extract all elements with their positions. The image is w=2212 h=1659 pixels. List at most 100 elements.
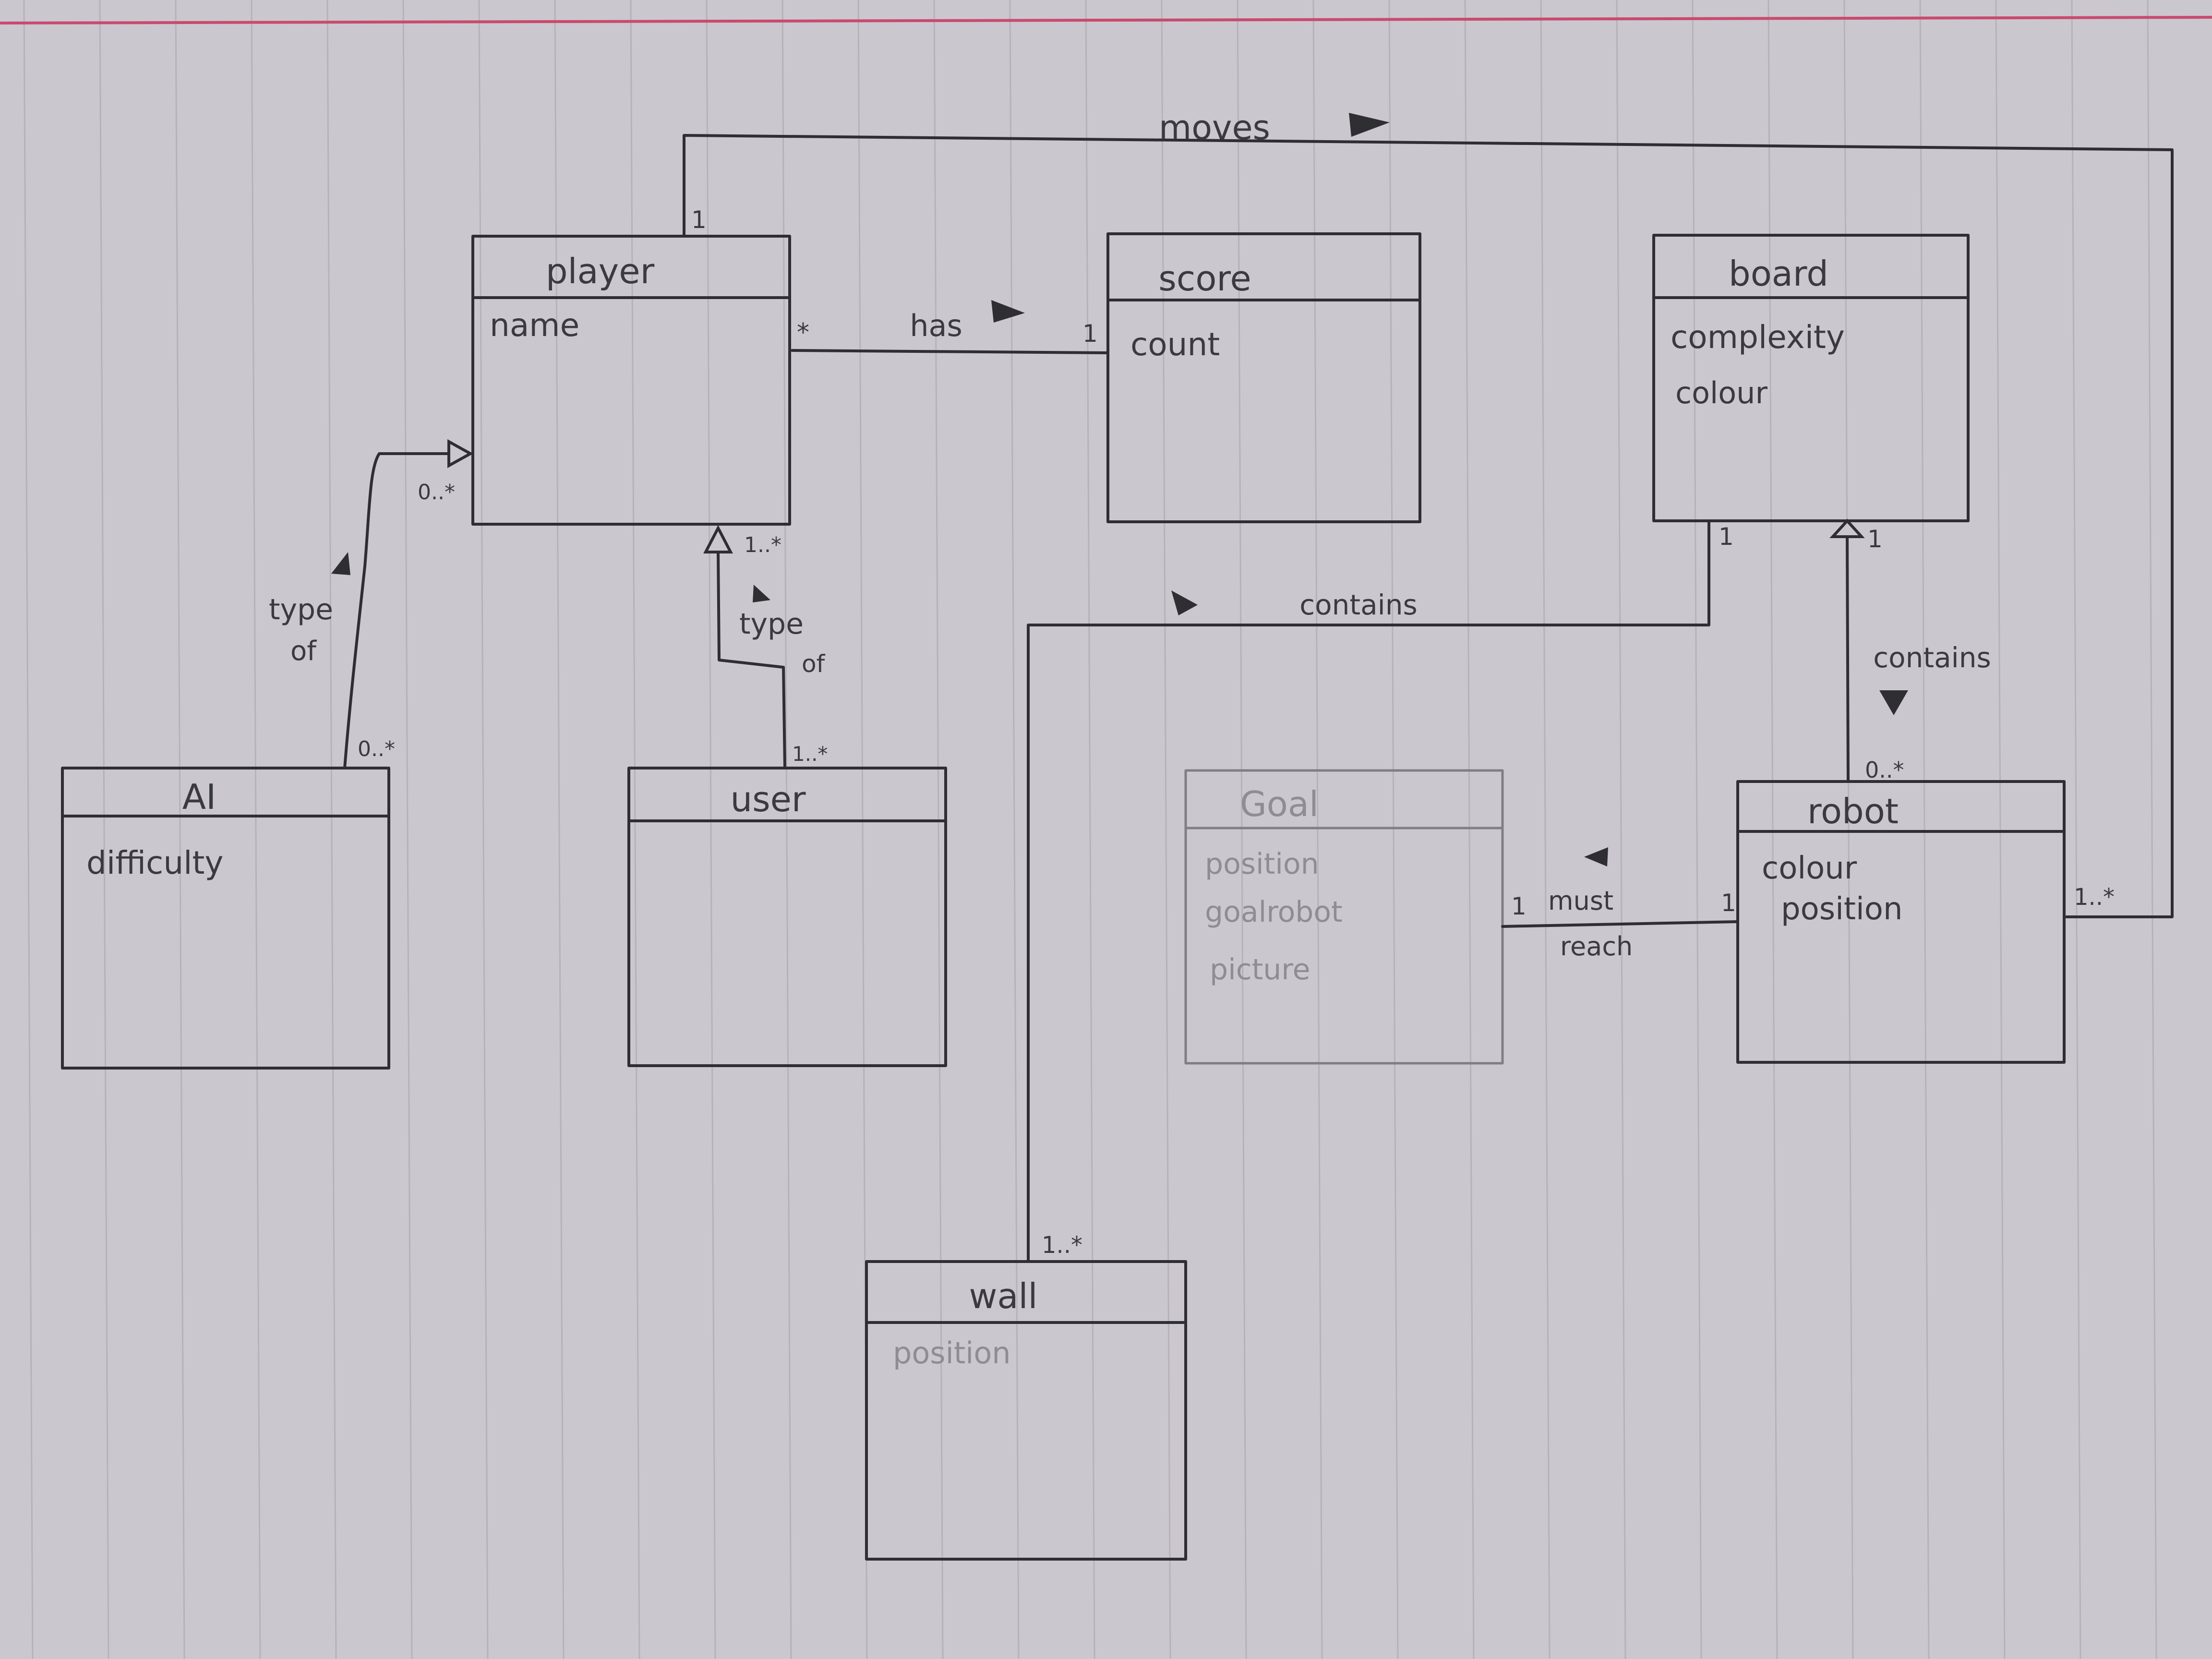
multiplicity: 1 [1867, 525, 1883, 553]
rule-line [1843, 0, 1854, 1659]
multiplicity: 1..* [1042, 1232, 1082, 1259]
association-has: has * 1 [791, 300, 1109, 354]
class-score: score count [1106, 232, 1421, 523]
class-wall: wall position [865, 1260, 1187, 1561]
multiplicity: 1 [1719, 523, 1734, 551]
rule-line [933, 0, 944, 1659]
class-name: player [546, 251, 655, 291]
notebook-rules [23, 0, 2157, 1659]
association-goal-robot: must reach 1 1 [1501, 847, 1739, 962]
class-attribute: position [1781, 891, 1903, 927]
direction-arrow [1349, 113, 1390, 137]
rule-line [326, 0, 337, 1659]
class-user: user [627, 767, 947, 1067]
association-label: contains [1873, 641, 1991, 674]
multiplicity: 1 [1721, 889, 1736, 917]
rule-line [706, 0, 716, 1659]
association-label: type [269, 593, 333, 626]
rule-line [2071, 0, 2081, 1659]
association-board-robot: contains 1 0..* [1829, 518, 1991, 783]
class-name: user [730, 779, 805, 819]
rule-line [1767, 0, 1778, 1659]
class-attribute: colour [1762, 851, 1857, 886]
association-label: has [910, 308, 962, 343]
rule-line [1388, 0, 1399, 1659]
rule-line [1312, 0, 1323, 1659]
class-attribute: complexity [1671, 319, 1845, 356]
multiplicity: 1 [1511, 892, 1527, 920]
multiplicity: * [797, 318, 809, 347]
rule-line [99, 0, 109, 1659]
class-attribute: position [1205, 847, 1319, 881]
association-label: of [802, 650, 826, 678]
direction-arrow [753, 585, 770, 602]
direction-arrow [1879, 690, 1908, 715]
direction-arrow [1171, 590, 1198, 615]
class-attribute: picture [1210, 953, 1310, 986]
margin-line [0, 16, 2212, 24]
direction-arrow [1584, 847, 1608, 866]
multiplicity: 1..* [2074, 884, 2115, 911]
multiplicity: 1..* [744, 533, 781, 557]
rule-line [1237, 0, 1247, 1659]
generalization-ai-player: type of 0..* 0..* [269, 439, 474, 769]
rule-line [2147, 0, 2157, 1659]
multiplicity: 1..* [792, 742, 828, 766]
direction-arrow [991, 300, 1025, 323]
rule-line [781, 0, 792, 1659]
multiplicity: 1 [1082, 320, 1098, 348]
rule-line [630, 0, 640, 1659]
class-robot: robot colour position [1736, 780, 2066, 1064]
generalization-user-player: type of 1..* 1..* [703, 525, 828, 769]
class-name: board [1729, 253, 1828, 294]
class-player: player name [471, 235, 791, 526]
rule-line [251, 0, 261, 1659]
rule-line [1464, 0, 1475, 1659]
multiplicity: 1 [691, 206, 707, 234]
rule-line [1919, 0, 1930, 1659]
class-name: score [1158, 258, 1251, 299]
association-label: of [290, 636, 317, 667]
rule-line [1085, 0, 1095, 1659]
association-moves: moves 1 1..* [683, 108, 2174, 918]
class-goal: Goal position goalrobot picture [1184, 769, 1504, 1065]
hollow-arrowhead [447, 439, 474, 469]
association-label: reach [1560, 931, 1633, 962]
association-label: moves [1159, 108, 1270, 147]
class-attribute: position [893, 1335, 1011, 1370]
hollow-arrowhead [703, 525, 733, 553]
rule-line [478, 0, 489, 1659]
association-board-wall: contains 1 1..* [1027, 519, 1734, 1263]
association-label: contains [1299, 589, 1418, 621]
class-attribute: colour [1675, 375, 1767, 410]
rule-line [402, 0, 413, 1659]
rule-line [1009, 0, 1020, 1659]
direction-arrow [331, 552, 350, 575]
association-label: type [739, 607, 804, 641]
multiplicity: 0..* [358, 737, 395, 761]
class-name: robot [1807, 791, 1899, 831]
rule-line [1540, 0, 1551, 1659]
class-attribute: goalrobot [1205, 895, 1343, 929]
rule-line [1161, 0, 1171, 1659]
rule-line [23, 0, 34, 1659]
association-label: must [1548, 886, 1613, 916]
rule-line [1995, 0, 2006, 1659]
multiplicity: 0..* [1865, 757, 1904, 783]
class-name: wall [969, 1276, 1037, 1316]
rule-line [1616, 0, 1626, 1659]
rule-line [554, 0, 565, 1659]
class-name: AI [182, 777, 216, 817]
rule-line [1692, 0, 1702, 1659]
class-name: Goal [1240, 784, 1319, 824]
class-ai: AI difficulty [61, 767, 390, 1070]
rule-line [175, 0, 185, 1659]
hollow-arrowhead [1829, 518, 1865, 538]
class-board: board complexity colour [1652, 234, 1970, 522]
class-attribute: count [1130, 326, 1220, 363]
class-attribute: difficulty [86, 844, 223, 881]
multiplicity: 0..* [418, 480, 455, 505]
class-attribute: name [490, 307, 579, 344]
